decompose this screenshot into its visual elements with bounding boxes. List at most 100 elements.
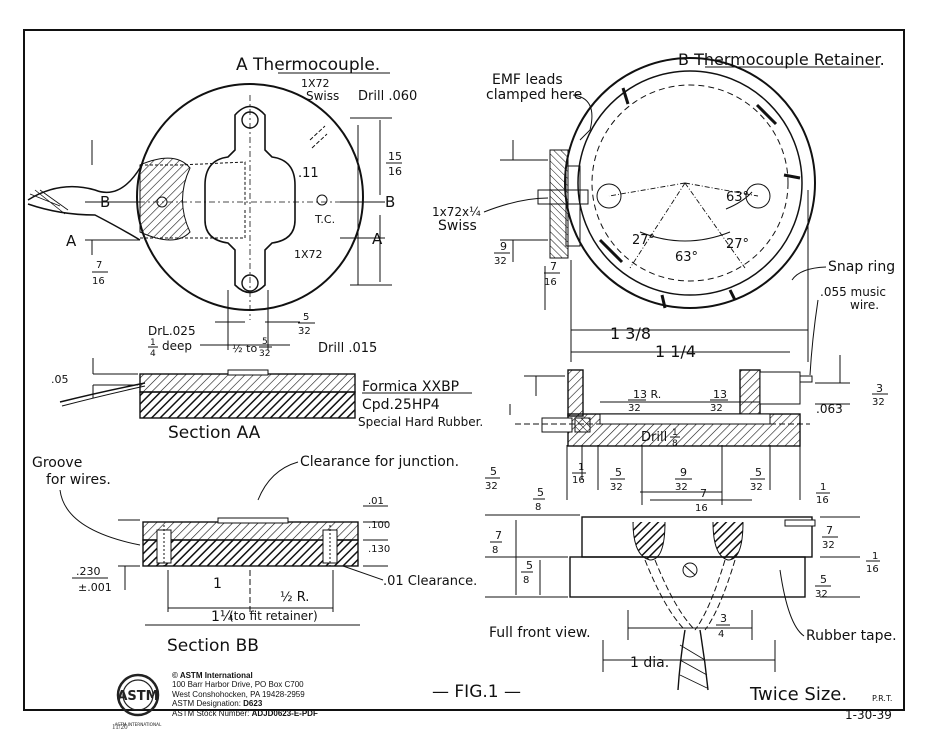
dim-5-32b-num: 5	[820, 573, 827, 586]
dim-3-4-den: 4	[718, 629, 724, 640]
formica-label: Formica XXBP	[362, 379, 459, 395]
dim-1-16-den: 16	[572, 475, 585, 486]
dim-7-16c-num: 7	[700, 487, 707, 500]
dim-3-32-num: 3	[876, 382, 883, 395]
dim-11-label: .11	[298, 166, 319, 181]
dim-5-8a-num: 5	[537, 486, 544, 499]
wire-label: wire.	[850, 298, 879, 312]
dim-9-32-den: 32	[494, 256, 507, 267]
clamped-here-label: clamped here	[486, 87, 582, 103]
dim-5-32-den: 32	[298, 326, 311, 337]
dim-13-32r-num: 13 R.	[633, 388, 661, 401]
svg-text:32: 32	[610, 482, 623, 493]
dim-7-32-den: 32	[822, 540, 835, 551]
to-fit-label: (to fit retainer)	[229, 609, 318, 623]
dim-16-label: 16	[388, 165, 402, 178]
drawing-border	[23, 29, 905, 711]
svg-text:8: 8	[672, 439, 678, 449]
angle-63-a: 63°	[726, 190, 749, 205]
drill-1-8-label: Drill	[641, 430, 667, 445]
dim-1-16b-num: 1	[872, 551, 878, 562]
dim-1-label: 1	[213, 576, 222, 592]
dim-5-8a-den: 8	[535, 502, 541, 513]
retainer-side-section	[515, 369, 813, 447]
rubber-tape-label: Rubber tape.	[806, 628, 897, 644]
retainer-plan-view	[537, 57, 816, 309]
dim-1-1-4-label: 1 1/4	[655, 342, 696, 361]
dim-5-32b-den: 32	[815, 589, 828, 600]
quarter-num: 1	[150, 338, 156, 348]
address-line-1: 100 Barr Harbor Drive, PO Box C700	[172, 680, 304, 690]
swiss-label-top-2: Swiss	[306, 89, 339, 103]
section-aa-drawing	[59, 369, 356, 419]
dim-5-32-num: 5	[303, 312, 309, 323]
dim-3-32-den: 32	[872, 397, 885, 408]
dim-1-16-num: 1	[578, 462, 584, 473]
swiss-1x72x14-label: 1x72x¼	[432, 205, 481, 219]
dim-13-32r-den: 32	[628, 403, 641, 414]
dim-7-32-num: 7	[826, 524, 833, 537]
dim-5-8b-den: 8	[523, 575, 529, 586]
angle-27-a: 27°	[632, 233, 655, 248]
for-wires-label: for wires.	[46, 472, 111, 488]
stock-number-line: ASTM Stock Number: ADJD0623-E-PDF	[172, 708, 318, 718]
dim-5-32a-den: 32	[485, 481, 498, 492]
dim-9-32b-num: 9	[680, 466, 687, 479]
dim-05-label: .05	[51, 373, 69, 386]
dim-7-16c-den: 16	[695, 503, 708, 514]
dim-13-32-den: 32	[710, 403, 723, 414]
dim-1-16b-den: 16	[866, 564, 879, 575]
drill-060-label: Drill .060	[358, 89, 417, 104]
one-quarter-label: 1¼	[211, 609, 234, 625]
drill-015-label: Drill .015	[318, 341, 377, 356]
groove-label: Groove	[32, 455, 82, 471]
swiss-b-label: Swiss	[438, 218, 477, 234]
section-bb-title: Section BB	[167, 636, 259, 656]
swiss-label-top: 1X72	[301, 77, 330, 90]
snap-ring-label: Snap ring	[828, 259, 895, 275]
dim-1-3-8-label: 1 3/8	[610, 324, 651, 343]
dim-7-16b-den: 16	[544, 277, 557, 288]
date-label: 1-30-39	[845, 708, 892, 722]
dim-7-8-num: 7	[495, 529, 502, 542]
clearance-junction-label: Clearance for junction.	[300, 454, 459, 470]
angle-63-b: 63°	[675, 250, 698, 265]
dim-15-label: 15	[388, 150, 402, 163]
full-front-view	[569, 516, 816, 691]
dim-7-8-den: 8	[492, 545, 498, 556]
dim-13-32-num: 13	[713, 388, 727, 401]
designation-value: D623	[243, 699, 263, 709]
designation-line: ASTM Designation: D623	[172, 699, 263, 709]
dim-3-4-num: 3	[720, 612, 727, 625]
dim-5-32a-num: 5	[490, 465, 497, 478]
copyright-block: © ASTM International 100 Barr Harbor Dri…	[172, 671, 318, 718]
angle-27-b: 27°	[726, 237, 749, 252]
clearance-01-label: .01 Clearance.	[383, 574, 477, 589]
music-wire-label: .055 music	[820, 285, 886, 299]
tc-label: T.C.	[314, 213, 335, 226]
dim-pm001-label: ±.001	[78, 581, 112, 594]
svg-text:1: 1	[820, 482, 826, 493]
section-b-left: B	[100, 193, 110, 211]
drl-025-label: DrL.025	[148, 324, 196, 338]
stock-number-value: ADJD0623-E-PDF	[251, 708, 318, 718]
half-to-den: 32	[259, 349, 270, 359]
section-a-left: A	[66, 232, 77, 250]
dim-230-label: .230	[76, 565, 101, 578]
half-to-num: 5	[262, 337, 268, 347]
half-to-label: ½ to	[232, 342, 257, 355]
dim-7-16-num: 7	[96, 260, 102, 271]
deep-label: deep	[162, 339, 192, 353]
twice-size-label: Twice Size.	[749, 684, 847, 705]
svg-text:5: 5	[755, 466, 762, 479]
dim-063-label: .063	[816, 402, 843, 416]
dim-7-16b-num: 7	[550, 260, 557, 273]
dim-130-label: .130	[368, 544, 390, 555]
emf-leads-label: EMF leads	[492, 72, 563, 88]
swiss-label-lower: 1X72	[294, 248, 323, 261]
svg-text:1: 1	[672, 428, 678, 438]
dim-5-8b-num: 5	[526, 559, 533, 572]
astm-logo: ASTM ASTM INTERNATIONAL	[112, 672, 164, 730]
quarter-den: 4	[150, 349, 156, 359]
